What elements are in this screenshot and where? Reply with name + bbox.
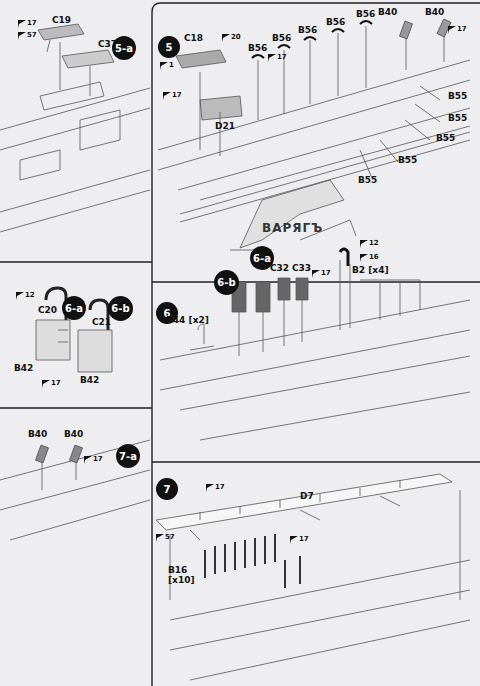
part-label: D21	[215, 122, 235, 132]
callout-number: 57	[18, 32, 37, 40]
part-label: B56	[326, 18, 345, 28]
part-label: B40	[64, 430, 83, 440]
step-number: 6-b	[111, 303, 129, 314]
callout-number: 17	[18, 20, 37, 28]
step-circle: 7	[156, 478, 178, 500]
callout-number: 12	[360, 240, 379, 248]
part-label: B56	[356, 10, 375, 20]
part-label: C37	[98, 40, 117, 50]
part-label: C18	[184, 34, 203, 44]
step-number: 7-a	[119, 451, 137, 462]
callout-number: 57	[156, 534, 175, 542]
step-number: 7	[164, 484, 171, 495]
ship-name: ВАРЯГЪ	[262, 222, 323, 235]
step-circle: 5	[158, 36, 180, 58]
step-number: 5-a	[115, 43, 133, 54]
part-label: C33	[292, 264, 311, 274]
callout-number: 17	[163, 92, 182, 100]
part-label: B42	[80, 376, 99, 386]
callout-number: 17	[84, 456, 103, 464]
step-number: 5	[166, 42, 173, 53]
part-label: B55	[448, 114, 467, 124]
step-circle: 6-a	[62, 296, 86, 320]
callout-number: 1	[160, 62, 174, 70]
step-circle: 7-a	[116, 444, 140, 468]
callout-number: 20	[222, 34, 241, 42]
callout-number: 17	[448, 26, 467, 34]
part-label: D7	[300, 492, 314, 502]
part-label: B56	[248, 44, 267, 54]
callout-number: 17	[42, 380, 61, 388]
part-label: C21	[92, 318, 111, 328]
part-label: C20	[38, 306, 57, 316]
part-label: B40	[378, 8, 397, 18]
part-label: C19	[52, 16, 71, 26]
step-number: 6-a	[65, 303, 83, 314]
step-number: 6-a	[253, 253, 271, 264]
part-label: B2 [x4]	[352, 266, 389, 276]
step-circle: 6-b	[108, 296, 133, 321]
step-number: 6-b	[217, 277, 235, 288]
part-label: B55	[358, 176, 377, 186]
part-label: B55	[436, 134, 455, 144]
callout-number: 17	[206, 484, 225, 492]
part-label: B44 [x2]	[166, 316, 209, 326]
part-label: B55	[448, 92, 467, 102]
callout-number: 17	[268, 54, 287, 62]
callout-number: 12	[16, 292, 35, 300]
part-label: B40	[28, 430, 47, 440]
part-label: B56	[272, 34, 291, 44]
callout-number: 16	[360, 254, 379, 262]
part-label: B55	[398, 156, 417, 166]
part-label: B16 [x10]	[168, 566, 198, 586]
callout-number: 17	[290, 536, 309, 544]
part-label: B42	[14, 364, 33, 374]
part-label: B56	[298, 26, 317, 36]
callout-number: 17	[312, 270, 331, 278]
part-label: C32	[270, 264, 289, 274]
part-label: B40	[425, 8, 444, 18]
step-circle: 6-b	[214, 270, 239, 295]
